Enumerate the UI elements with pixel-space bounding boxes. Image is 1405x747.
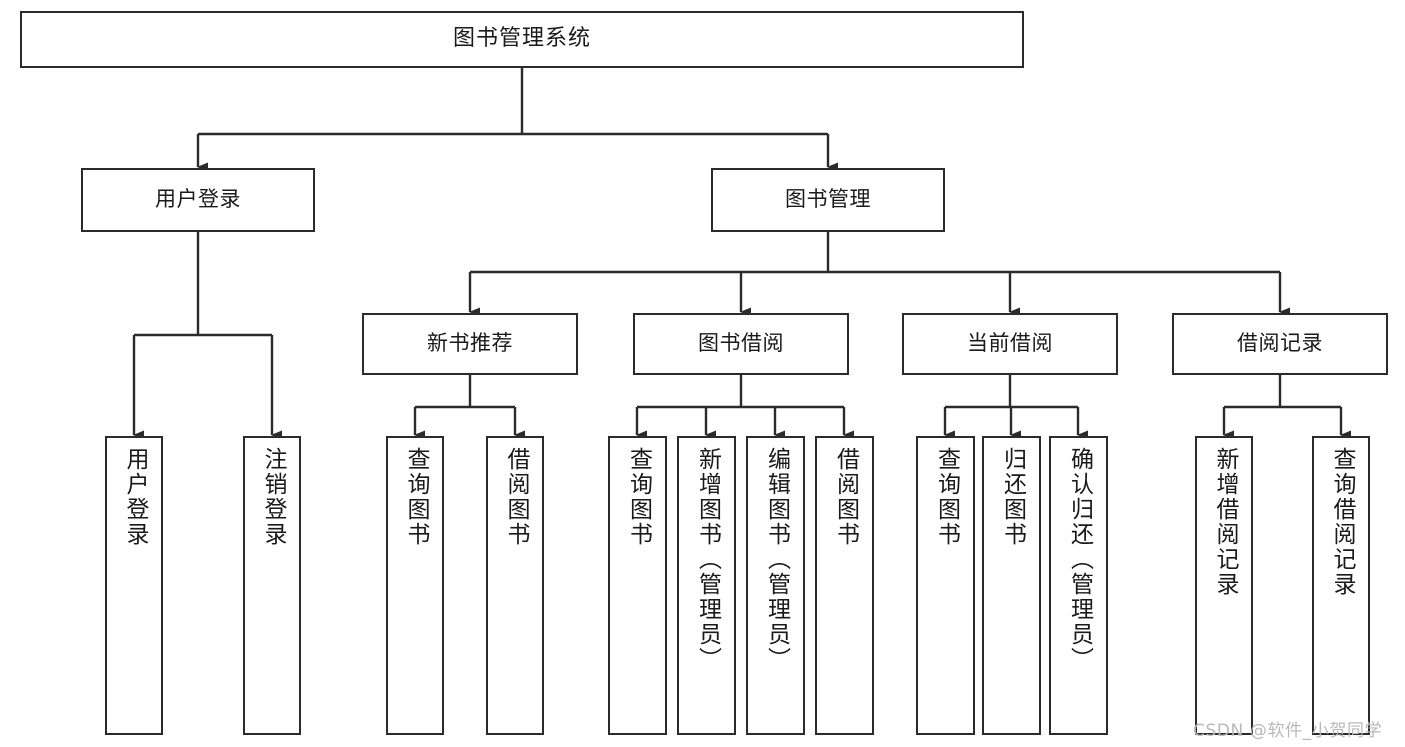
node-label: 编辑图书（管理员） <box>763 447 790 672</box>
node-leaf-edit-book-admin[interactable]: 编辑图书（管理员） <box>746 436 805 735</box>
node-label: 查询图书 <box>933 447 960 547</box>
node-label: 借阅记录 <box>1237 331 1323 356</box>
node-label: 用户登录 <box>121 447 148 547</box>
node-leaf-query-book-rec[interactable]: 查询图书 <box>386 436 444 735</box>
node-label: 借阅图书 <box>832 447 859 547</box>
node-book-borrow[interactable]: 图书借阅 <box>633 313 849 375</box>
node-label: 当前借阅 <box>967 331 1053 356</box>
node-new-book-recommend[interactable]: 新书推荐 <box>362 313 578 375</box>
node-label: 新书推荐 <box>427 331 513 356</box>
node-label: 查询借阅记录 <box>1328 447 1355 597</box>
node-label: 新增借阅记录 <box>1211 447 1238 597</box>
node-leaf-query-borrow-record[interactable]: 查询借阅记录 <box>1312 436 1370 735</box>
node-label: 确认归还（管理员） <box>1066 447 1093 672</box>
node-label: 查询图书 <box>402 447 429 547</box>
node-label: 图书管理 <box>785 187 871 212</box>
node-leaf-user-login[interactable]: 用户登录 <box>105 436 163 735</box>
node-leaf-add-book-admin[interactable]: 新增图书（管理员） <box>677 436 736 735</box>
node-label: 注销登录 <box>259 447 286 547</box>
node-leaf-logout-login[interactable]: 注销登录 <box>243 436 301 735</box>
node-leaf-borrow-book-rec[interactable]: 借阅图书 <box>486 436 544 735</box>
node-leaf-add-borrow-record[interactable]: 新增借阅记录 <box>1195 436 1253 735</box>
node-leaf-borrow-book[interactable]: 借阅图书 <box>815 436 874 735</box>
node-label: 归还图书 <box>999 447 1026 547</box>
connector-lines <box>132 68 1351 440</box>
node-label: 图书借阅 <box>698 331 784 356</box>
node-label: 借阅图书 <box>502 447 529 547</box>
node-current-borrow[interactable]: 当前借阅 <box>902 313 1118 375</box>
node-leaf-confirm-return-admin[interactable]: 确认归还（管理员） <box>1049 436 1108 735</box>
node-borrow-record[interactable]: 借阅记录 <box>1172 313 1388 375</box>
node-root-system[interactable]: 图书管理系统 <box>20 11 1024 68</box>
node-label: 用户登录 <box>155 187 241 212</box>
node-label: 新增图书（管理员） <box>694 447 721 672</box>
node-label: 图书管理系统 <box>452 26 591 52</box>
node-label: 查询图书 <box>625 447 652 547</box>
node-leaf-return-book[interactable]: 归还图书 <box>982 436 1041 735</box>
node-leaf-query-book-current[interactable]: 查询图书 <box>916 436 975 735</box>
node-user-login[interactable]: 用户登录 <box>81 168 315 232</box>
watermark-text: CSDN @软件_小贺同学 <box>1193 721 1383 741</box>
node-book-manage[interactable]: 图书管理 <box>711 168 945 232</box>
node-leaf-query-book-borrow[interactable]: 查询图书 <box>608 436 667 735</box>
